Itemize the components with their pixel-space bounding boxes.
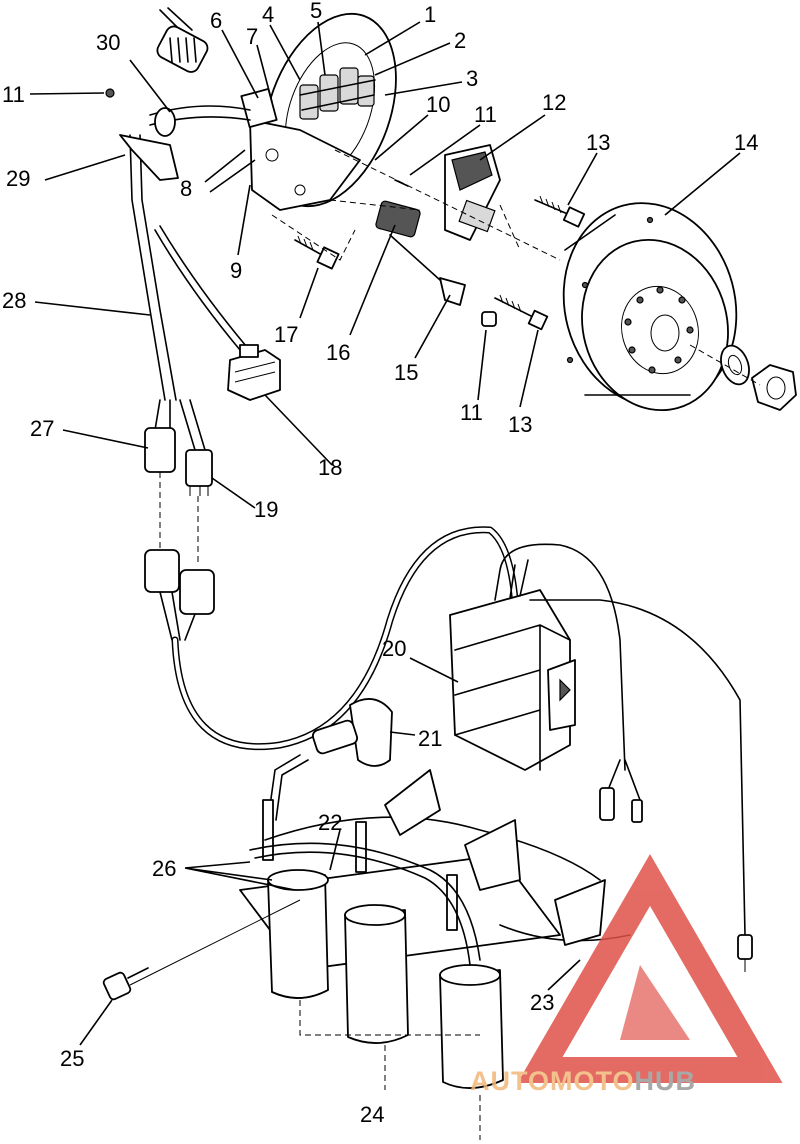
- callout-1: 1: [424, 2, 436, 27]
- callout-3: 3: [466, 66, 478, 91]
- callout-6: 6: [210, 8, 222, 33]
- charging-coil: [375, 200, 466, 306]
- screw-25: [102, 899, 301, 1001]
- callout-13-upper: 13: [586, 130, 610, 155]
- screw-17: [294, 235, 340, 270]
- ignition-coils: [239, 769, 631, 1140]
- callout-7: 7: [246, 24, 258, 49]
- callout-27: 27: [30, 416, 54, 441]
- callout-14: 14: [734, 130, 758, 155]
- callout-labels: 1 2 3 4 5 6 7 8 9 10 11 11 11 12 13 13 1…: [2, 0, 758, 1127]
- spark-plug-cap: [267, 698, 393, 821]
- callout-30: 30: [96, 30, 120, 55]
- main-cable: [171, 526, 519, 751]
- callout-21: 21: [418, 726, 442, 751]
- callout-18: 18: [318, 455, 342, 480]
- connectors-27-19: [144, 399, 213, 565]
- leader-lines: [29, 21, 741, 1046]
- callout-11-bottom: 11: [460, 400, 483, 425]
- svg-text:AUTOMOTOHUB: AUTOMOTOHUB: [470, 1066, 696, 1096]
- bolt-13-upper: [534, 195, 586, 228]
- watermark-text-dark: HUB: [635, 1066, 697, 1096]
- screw-11: [394, 179, 497, 327]
- assembly-guide-lines: [271, 149, 561, 261]
- cdi-box: [449, 543, 753, 972]
- callout-15: 15: [394, 360, 418, 385]
- callout-29: 29: [6, 166, 30, 191]
- connectors-lower: [144, 549, 215, 641]
- callout-8: 8: [180, 176, 192, 201]
- callout-11-left: 11: [2, 82, 25, 107]
- wire-harness-top: [105, 88, 251, 401]
- callout-22: 22: [318, 810, 342, 835]
- bolt-13-lower: [494, 294, 549, 331]
- pickup-module: [444, 144, 501, 241]
- washer-and-nut: [689, 344, 797, 411]
- stator-assembly: [240, 12, 397, 211]
- callout-25: 25: [60, 1046, 84, 1071]
- top-connector: [156, 7, 209, 73]
- callout-28: 28: [2, 288, 26, 313]
- cdi-plugs: [599, 759, 643, 823]
- watermark-triangle-icon: [517, 854, 783, 1083]
- callout-24: 24: [360, 1102, 384, 1127]
- callout-17: 17: [274, 322, 298, 347]
- callout-13-lower: 13: [508, 412, 532, 437]
- connector-18: [227, 344, 281, 401]
- callout-9: 9: [230, 258, 242, 283]
- callout-12: 12: [542, 90, 566, 115]
- callout-11-top-right: 11: [474, 102, 497, 127]
- automotohub-watermark: AUTOMOTOHUB: [470, 854, 783, 1096]
- flywheel: [562, 202, 738, 412]
- watermark-text-light: AUTOMOTO: [470, 1066, 635, 1096]
- callout-23: 23: [530, 990, 554, 1015]
- callout-2: 2: [454, 28, 466, 53]
- callout-5: 5: [310, 0, 322, 23]
- callout-4: 4: [262, 2, 274, 27]
- callout-20: 20: [382, 636, 406, 661]
- callout-26: 26: [152, 856, 176, 881]
- callout-16: 16: [326, 340, 350, 365]
- callout-19: 19: [254, 497, 278, 522]
- callout-10: 10: [426, 92, 450, 117]
